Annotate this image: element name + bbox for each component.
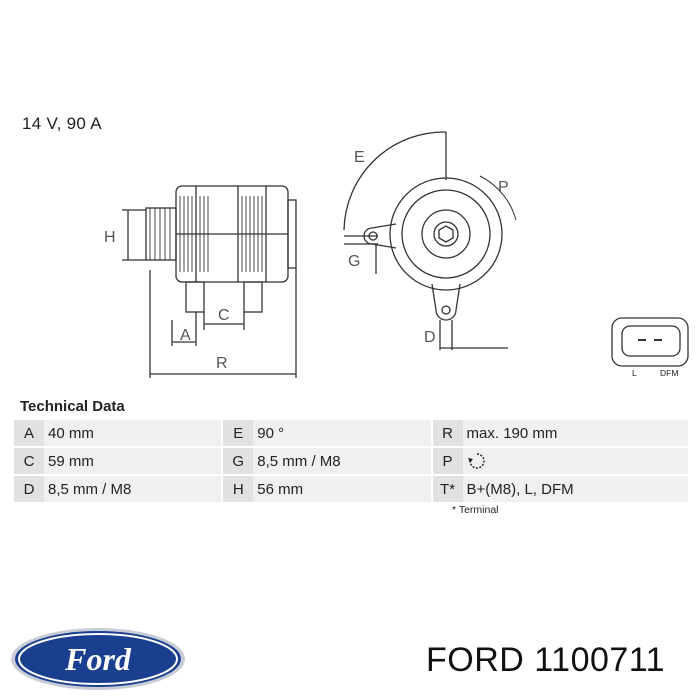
spec-key: C: [14, 446, 44, 474]
dim-label-c: C: [218, 307, 230, 324]
spec-key: R: [432, 420, 463, 446]
spec-value: B+(M8), L, DFM: [462, 474, 688, 502]
technical-data-title: Technical Data: [20, 398, 125, 415]
spec-key: A: [14, 420, 44, 446]
spec-value: max. 190 mm: [462, 420, 688, 446]
table-row: C 59 mm G 8,5 mm / M8 P: [14, 446, 688, 474]
spec-value: 8,5 mm / M8: [253, 446, 431, 474]
connector-label-l: L: [632, 368, 637, 378]
spec-value: 8,5 mm / M8: [44, 474, 222, 502]
spec-key: P: [432, 446, 463, 474]
spec-key: D: [14, 474, 44, 502]
spec-key: T*: [432, 474, 463, 502]
ford-logo: Ford: [11, 628, 185, 690]
spec-value: 56 mm: [253, 474, 431, 502]
alternator-drawing: H A C R E P G D L DFM: [104, 131, 689, 378]
spec-key: G: [223, 446, 254, 474]
dim-label-p: P: [498, 179, 509, 196]
dim-label-r: R: [216, 355, 228, 372]
dim-label-e: E: [354, 149, 365, 166]
svg-text:Ford: Ford: [64, 641, 132, 677]
rating-label: 14 V, 90 A: [22, 114, 102, 133]
connector-label-dfm: DFM: [660, 368, 678, 378]
table-row: D 8,5 mm / M8 H 56 mm T* B+(M8), L, DFM: [14, 474, 688, 502]
spec-value: 59 mm: [44, 446, 222, 474]
spec-value: 90 °: [253, 420, 431, 446]
table-row: A 40 mm E 90 ° R max. 190 mm: [14, 420, 688, 446]
terminal-footnote: * Terminal: [452, 504, 499, 516]
rotation-direction-cell: [462, 446, 688, 474]
dim-label-g: G: [348, 253, 360, 270]
spec-key: H: [223, 474, 254, 502]
clockwise-rotation-icon: [467, 453, 485, 469]
technical-data-table: A 40 mm E 90 ° R max. 190 mm C 59 mm G 8…: [14, 420, 688, 502]
brand-part-number: FORD 1100711: [426, 641, 666, 679]
dim-label-a: A: [180, 327, 191, 344]
spec-key: E: [223, 420, 254, 446]
spec-value: 40 mm: [44, 420, 222, 446]
dim-label-h: H: [104, 229, 116, 246]
dim-label-d: D: [424, 329, 436, 346]
